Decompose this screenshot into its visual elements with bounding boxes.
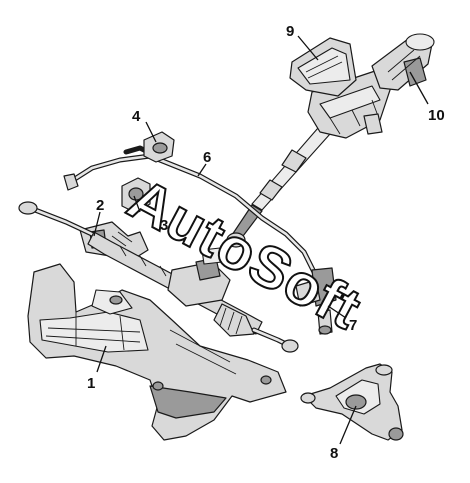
callout-6: 6 xyxy=(203,149,211,166)
callout-10: 10 xyxy=(428,107,445,124)
callout-labels: 1 2 3 4 6 7 8 9 10 xyxy=(87,23,445,462)
wishbone xyxy=(300,363,404,441)
callout-3: 3 xyxy=(160,217,168,234)
callout-2: 2 xyxy=(96,197,104,214)
leader-lines xyxy=(93,35,429,445)
steering-column xyxy=(226,33,435,248)
bush xyxy=(121,177,151,213)
callout-1: 1 xyxy=(87,375,95,392)
callout-8: 8 xyxy=(330,445,338,462)
callout-4: 4 xyxy=(132,108,141,125)
anti-roll-bar xyxy=(63,145,337,335)
bush-clamp xyxy=(143,131,175,163)
column-shroud xyxy=(289,37,357,97)
subframe xyxy=(27,263,287,441)
callout-9: 9 xyxy=(286,23,294,40)
callout-7: 7 xyxy=(349,317,357,334)
steering-rack xyxy=(18,201,299,353)
